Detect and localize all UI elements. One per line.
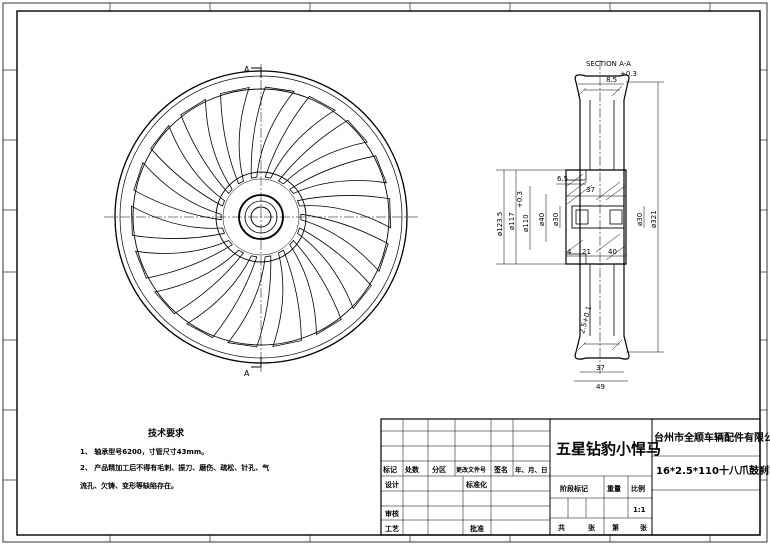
dim-od-110-tolerance: +0.3 (516, 191, 524, 208)
tb-row-pizhun: 批准 (470, 524, 484, 533)
tb-di: 第 (612, 523, 619, 532)
tb-col-fenqu: 分区 (432, 465, 446, 474)
spoke (134, 240, 233, 279)
tb-col-qianming: 签名 (493, 465, 508, 474)
dim-d30-left: ø30 (552, 213, 560, 226)
spoke (133, 161, 222, 221)
tb-scale-label: 比例 (631, 484, 645, 493)
dim-d40: ø40 (538, 213, 546, 226)
tb-zhang-2: 张 (640, 523, 648, 532)
part-name: 16*2.5*110十八爪鼓刹前轮 (656, 464, 770, 477)
spoke (297, 227, 372, 310)
tb-col-genggai: 更改文件号 (456, 466, 486, 474)
border-zone-ticks (3, 3, 767, 542)
tb-row-biaozhunhua: 标准化 (465, 480, 487, 489)
dim-od-110: ø110 (522, 214, 530, 232)
dim-bottom-4: 4 (567, 248, 572, 256)
dim-od-117: ø117 (508, 212, 516, 230)
spoke (264, 95, 336, 179)
dim-bottom-37: 37 (596, 364, 605, 372)
tb-stage-mark: 阶段标记 (560, 484, 588, 493)
tb-scale-value: 1:1 (633, 506, 646, 514)
section-label: SECTION A-A (586, 60, 631, 68)
notes-line-2b: 流孔、欠铸、变形等缺陷存在。 (80, 481, 178, 490)
spoke (227, 255, 272, 348)
tb-row-shenhe: 审核 (385, 509, 399, 518)
product-title: 五星钻豹小悍马 (556, 440, 661, 458)
title-block (380, 418, 761, 536)
tb-weight: 重量 (607, 484, 621, 493)
dim-bottom-49: 49 (596, 383, 605, 391)
cut-label-bottom: A (244, 369, 250, 378)
tb-col-biaoji: 标记 (382, 465, 397, 474)
cut-label-top: A (244, 65, 250, 74)
tb-zhang-1: 张 (588, 523, 596, 532)
tb-row-sheji: 设计 (385, 480, 399, 489)
tb-row-gongyi: 工艺 (385, 524, 399, 533)
spoke (180, 98, 233, 195)
company-name: 台州市全顺车辆配件有限公司 (654, 431, 770, 444)
spoke (300, 213, 389, 273)
bearing-left (575, 209, 589, 225)
spoke (289, 239, 342, 336)
technical-notes: 技术要求 1、 轴承型号6200，寸管尺寸43mm。 2、 产品精加工后不得有毛… (80, 427, 269, 490)
dim-bottom-21: 21 (582, 248, 591, 256)
dim-hub-inner: 37 (586, 186, 595, 194)
dim-top-tolerance: +0.3 (620, 70, 637, 78)
dim-hub-left: 6.5 (557, 175, 568, 183)
spoke (296, 195, 392, 229)
spoke (277, 119, 368, 185)
dimension-lines (496, 81, 664, 382)
notes-heading: 技术要求 (148, 427, 185, 439)
spoke (220, 86, 250, 185)
spoke (272, 249, 302, 348)
hub-section-profile (565, 169, 627, 265)
dim-top-width: 8.5 (606, 76, 617, 84)
dim-bottom-40: 40 (608, 248, 617, 256)
tb-col-chushu: 处数 (404, 465, 420, 474)
spoke-group (130, 86, 392, 348)
wheel-section-view (565, 74, 630, 360)
dim-d30-right: ø30 (636, 213, 644, 226)
tb-col-date: 年、月、日 (515, 465, 548, 474)
bearing-right (609, 209, 623, 225)
spoke (150, 124, 225, 207)
dim-od-123: ø123.5 (496, 212, 504, 236)
spoke (289, 155, 388, 194)
front-view-centerlines (104, 64, 418, 372)
spoke (154, 249, 245, 315)
bearing-bore (571, 205, 625, 229)
section-cut-markers (251, 67, 262, 368)
notes-line-1: 1、 轴承型号6200，寸管尺寸43mm。 (80, 447, 208, 456)
spoke (130, 205, 226, 239)
tb-gong: 共 (558, 523, 565, 532)
spoke (186, 255, 258, 339)
notes-line-2a: 2、 产品精加工后不得有毛刺、振刀、磨伤、疏松、针孔、气 (80, 463, 269, 472)
dim-d321: ø321 (650, 210, 658, 228)
spoke (250, 86, 295, 179)
